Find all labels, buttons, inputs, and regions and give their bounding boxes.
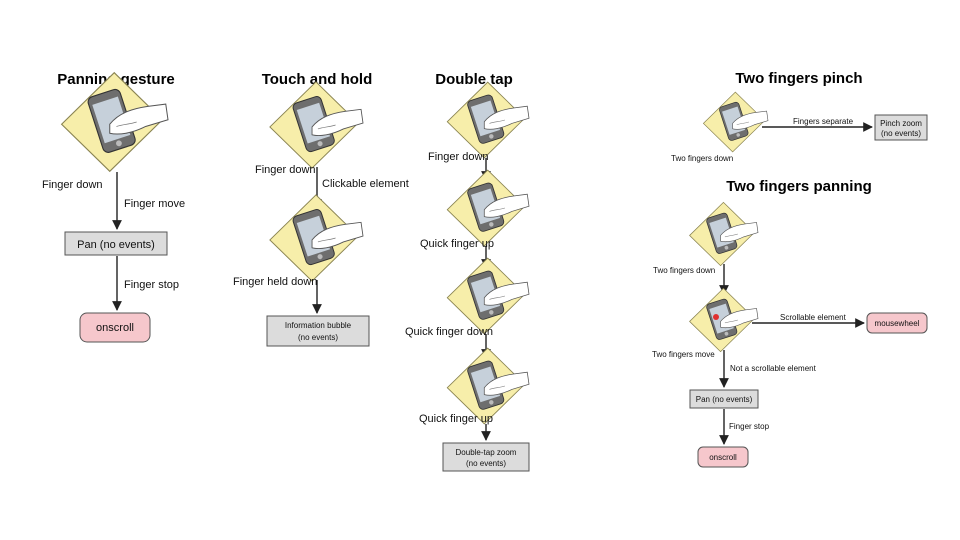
touch-device-icon: [269, 81, 364, 169]
panel-title: Two fingers panning: [726, 178, 872, 195]
edge-label: Two fingers move: [652, 350, 715, 359]
edge-label: Finger down: [428, 151, 489, 163]
edge-label: Quick finger down: [405, 326, 493, 338]
edge-label: Finger held down: [233, 276, 317, 288]
state-box-label: (no events): [466, 459, 506, 468]
state-box-double-tap-zoom: [442, 442, 530, 472]
panel-panning-gesture: Panning gesture Finger down Finger move …: [42, 71, 185, 343]
state-box-label: Pan (no events): [696, 395, 753, 404]
edge-label: Two fingers down: [653, 266, 715, 275]
event-box-onscroll: [79, 312, 151, 343]
panel-two-fingers-pinch: Two fingers pinch Fingers separate Two f…: [671, 70, 928, 163]
touch-device-icon: [446, 257, 530, 335]
state-box-information-bubble: [266, 315, 370, 347]
touch-device-icon: [689, 201, 759, 267]
edge-label: Not a scrollable element: [730, 364, 817, 373]
panel-two-fingers-panning: Two fingers panning Two fingers down Scr…: [652, 178, 928, 468]
edge-label: Scrollable element: [780, 313, 847, 322]
panel-title: Touch and hold: [262, 71, 373, 88]
panel-double-tap: Double tap Finger down Quick finger up Q…: [405, 71, 530, 472]
edge-label: Finger down: [42, 179, 103, 191]
state-box-pan: [64, 231, 168, 256]
state-box-pan: [689, 389, 759, 409]
state-box-label: (no events): [298, 333, 338, 342]
event-box-onscroll: [697, 446, 749, 468]
state-box-label: (no events): [881, 129, 921, 138]
touch-point-icon: [713, 314, 719, 320]
panel-title: Double tap: [435, 71, 513, 88]
event-box-label: mousewheel: [875, 319, 920, 328]
edge-label: Finger stop: [729, 422, 770, 431]
edge-label: Quick finger up: [420, 238, 494, 250]
touch-device-icon: [703, 91, 769, 153]
event-box-mousewheel: [866, 312, 928, 334]
state-box-label: Information bubble: [285, 321, 352, 330]
panel-touch-and-hold: Touch and hold Finger down Clickable ele…: [233, 71, 409, 347]
edge-label: Finger move: [124, 198, 185, 210]
touch-device-icon: [269, 194, 364, 282]
edge-label: Finger stop: [124, 279, 179, 291]
edge-label: Two fingers down: [671, 154, 733, 163]
edge-label: Clickable element: [322, 178, 409, 190]
touch-device-icon: [446, 81, 530, 159]
event-box-label: onscroll: [96, 322, 134, 334]
state-box-label: Pinch zoom: [880, 119, 922, 128]
state-box-label: Double-tap zoom: [456, 448, 517, 457]
touch-device-icon: [689, 287, 759, 353]
state-box-pinch-zoom: [874, 114, 928, 141]
edge-label: Quick finger up: [419, 413, 493, 425]
panel-title: Two fingers pinch: [735, 70, 862, 87]
edge-label: Finger down: [255, 164, 316, 176]
touch-device-icon: [446, 169, 530, 247]
edge-label: Fingers separate: [793, 117, 854, 126]
event-box-label: onscroll: [709, 453, 737, 462]
state-box-label: Pan (no events): [77, 239, 155, 251]
